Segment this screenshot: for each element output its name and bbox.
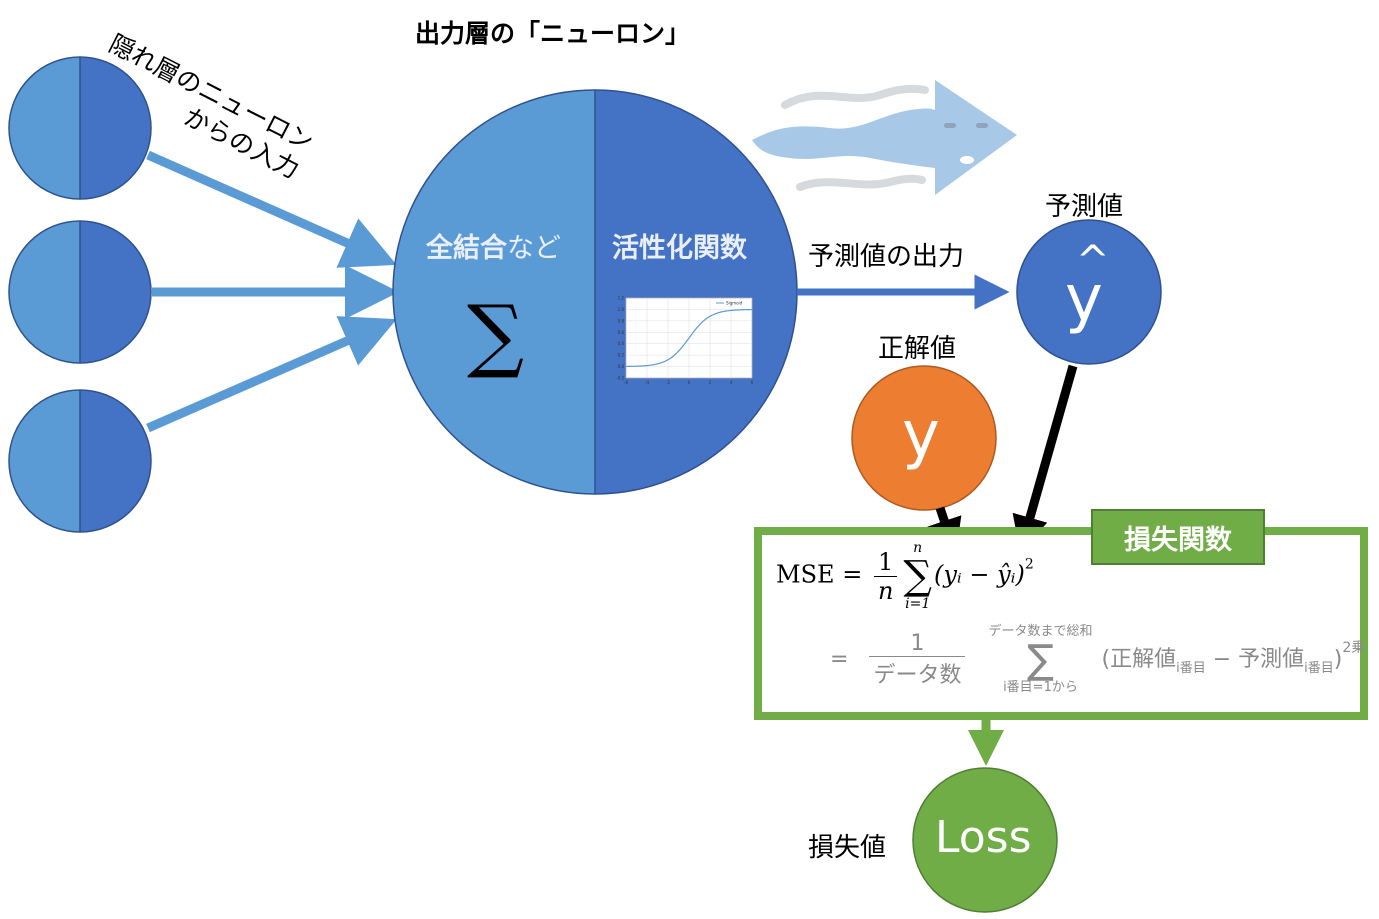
fish-arrow-illustration [752, 80, 1017, 195]
page-title: 出力層の「ニューロン」 [415, 19, 691, 48]
mse-sum-top: n [913, 540, 923, 556]
sigmoid-y-tick: 0.4 [618, 341, 625, 346]
sigmoid-y-tick: 1.2 [618, 296, 625, 301]
mse2-power: 2乗 [1342, 640, 1366, 656]
mse-eq: = [842, 560, 863, 589]
mse-power: 2 [1024, 556, 1034, 573]
mse-fraction: 1 n [873, 548, 898, 605]
mse2-sum-top: データ数まで総和 [988, 624, 1093, 639]
prediction-output-label: 予測値の出力 [808, 242, 965, 272]
hidden-neuron-2 [8, 220, 152, 364]
sigmoid-y-tick: 1.0 [618, 307, 625, 312]
mse-japanese-formula: = 1 データ数 データ数まで総和 ∑ i番目=1から (正解値i番目 − 予測… [830, 624, 1366, 695]
sigmoid-x-tick: 6 [751, 380, 754, 385]
sigmoid-plot: -6 -4 -2 0 2 4 6 -0.2 0.0 0.2 0.4 0.6 0.8 1.0 1.2Sigmo… [616, 296, 754, 386]
sigmoid-x-tick: -2 [666, 380, 670, 385]
mse-sum: n ∑ i=1 [903, 540, 932, 612]
mse2-term2-sub: i番目 [1304, 661, 1334, 676]
output-neuron [392, 89, 798, 495]
mse-body: (yᵢ − ŷᵢ) [933, 560, 1025, 589]
hat-symbol: ^ [1076, 238, 1110, 284]
sum-label-bold: 全結合 [426, 233, 507, 264]
sum-label-rest: など [507, 233, 561, 264]
mse2-denominator: データ数 [873, 663, 962, 688]
mse2-eq: = [830, 647, 849, 672]
prediction-label: 予測値 [1045, 192, 1124, 222]
mse2-term2: 予測値 [1238, 647, 1305, 672]
sigmoid-x-tick: 2 [709, 380, 712, 385]
loss-label: 損失値 [808, 833, 887, 863]
input-arrow-3 [146, 316, 397, 433]
mse-denominator: n [877, 576, 894, 605]
ground-truth-neuron [851, 365, 997, 511]
mse2-numerator: 1 [869, 631, 966, 657]
activation-label: 活性化関数 [612, 233, 747, 264]
loss-neuron [912, 767, 1058, 913]
sigmoid-x-tick: 4 [730, 380, 733, 385]
mse-formula: MSE = 1 n n ∑ i=1 (yᵢ − ŷᵢ)2 [776, 540, 1034, 612]
sigmoid-legend: Sigmoid [726, 301, 743, 306]
mse-numerator: 1 [873, 548, 898, 577]
sigmoid-y-tick: 0.8 [618, 318, 625, 323]
hidden-neuron-3 [8, 389, 152, 533]
mse2-sum: データ数まで総和 ∑ i番目=1から [988, 624, 1093, 695]
mse2-minus: − [1212, 647, 1232, 672]
sigmoid-y-tick: 0.2 [618, 353, 625, 358]
input-arrow-1 [146, 150, 397, 268]
sum-label: 全結合など [426, 226, 561, 265]
ground-truth-symbol: y [902, 398, 940, 472]
mse2-term1-sub: i番目 [1176, 661, 1206, 676]
sigmoid-x-tick: 0 [688, 380, 691, 385]
ground-truth-label: 正解値 [878, 334, 957, 364]
sigmoid-y-tick: 0.0 [618, 364, 625, 369]
prediction-neuron [1016, 219, 1162, 365]
loss-symbol: Loss [935, 812, 1032, 863]
sigmoid-x-tick: -4 [645, 380, 649, 385]
mse-lhs: MSE [776, 560, 835, 589]
sigmoid-x-tick: -6 [624, 380, 628, 385]
sigmoid-curve [625, 308, 753, 368]
prediction-to-loss-arrow [1012, 364, 1078, 553]
sigmoid-y-tick: 0.6 [618, 330, 625, 335]
sigma-symbol: ∑ [467, 288, 525, 381]
loss-function-badge: 損失関数 [1091, 509, 1265, 565]
mse2-fraction: 1 データ数 [869, 631, 966, 689]
prediction-symbol: y [1065, 262, 1103, 336]
sigmoid-y-tick: -0.2 [616, 376, 624, 381]
mse2-term1: 正解値 [1110, 647, 1177, 672]
mse2-sum-bottom: i番目=1から [1003, 680, 1078, 695]
mse-sum-bottom: i=1 [905, 596, 931, 612]
